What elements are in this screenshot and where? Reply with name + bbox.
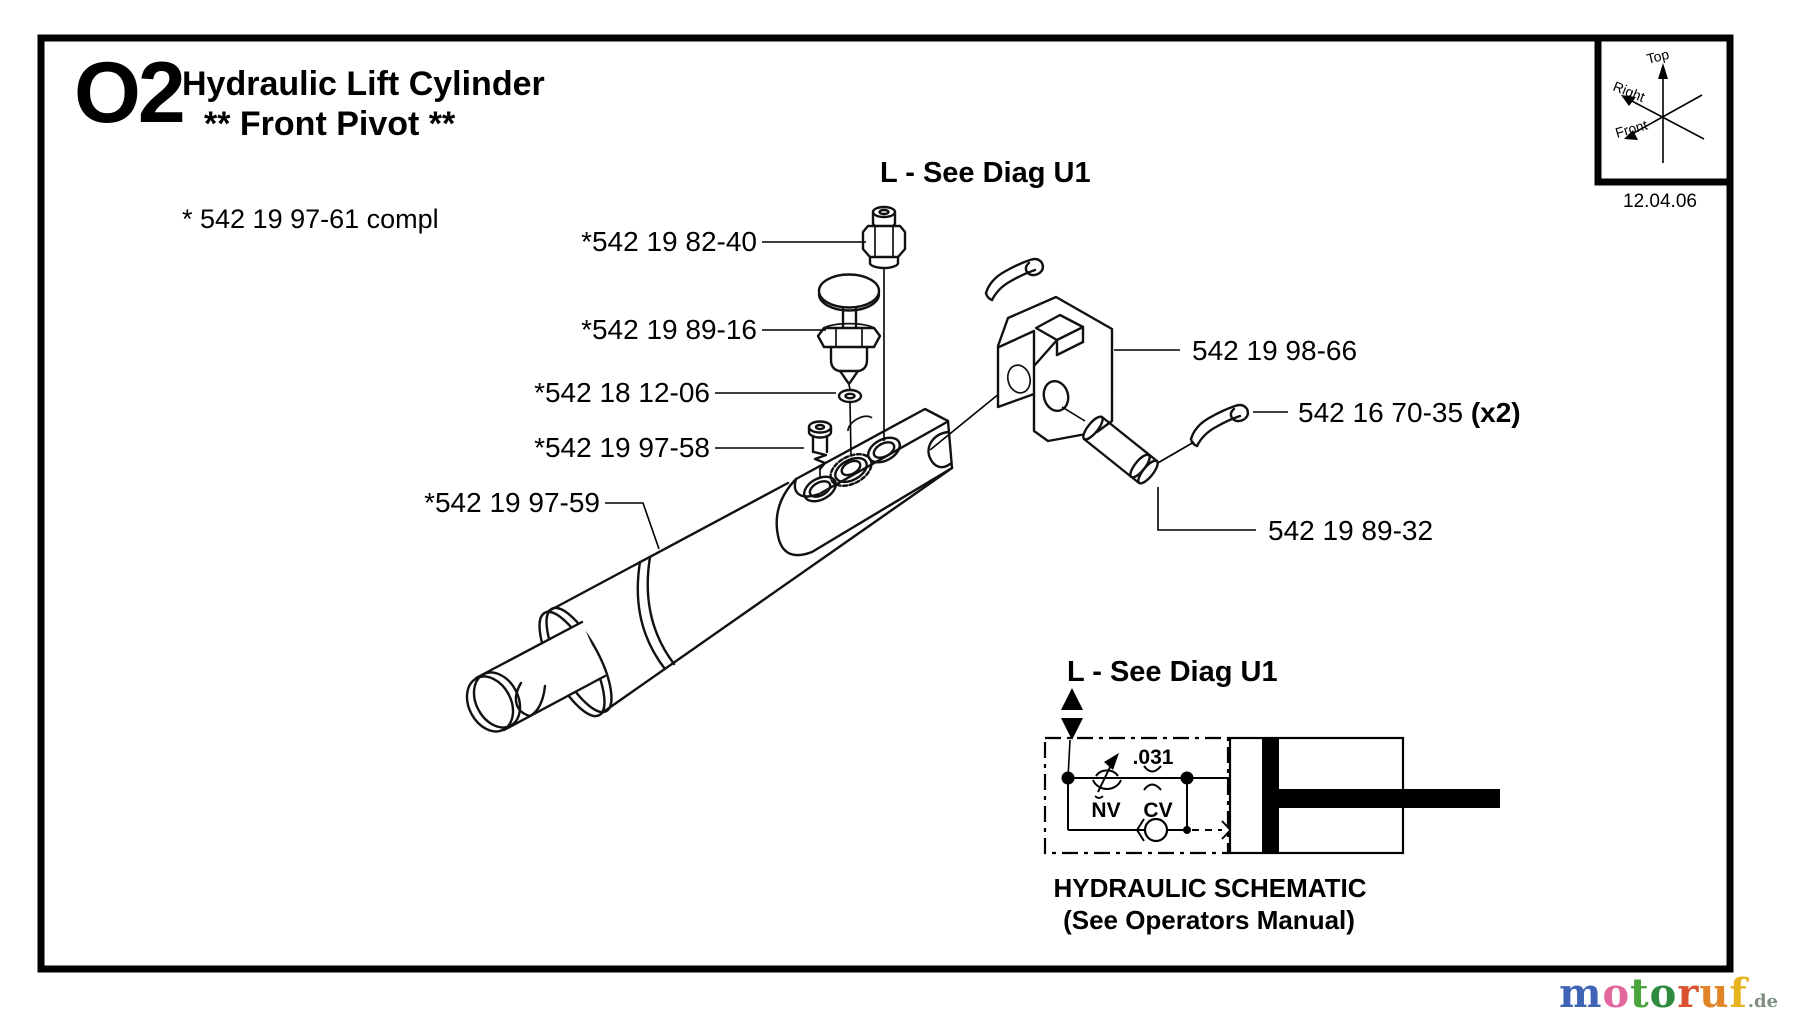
- leader-cylinder-body: [605, 502, 660, 550]
- part-label-knob-valve: *542 19 89-16: [581, 314, 757, 345]
- part-label-cylinder-body: *542 19 97-59: [424, 487, 600, 518]
- orientation-cube: Top Right Front: [1594, 34, 1734, 186]
- rod-end-notch: [514, 681, 547, 718]
- schematic-boundary: [1043, 736, 1230, 855]
- drawing-hydraulic-fitting: [861, 205, 907, 441]
- part-label-plug: *542 19 97-58: [534, 432, 710, 463]
- part-label-pivot-pin: 542 19 89-32: [1268, 515, 1433, 546]
- cube-top-label: Top: [1645, 46, 1671, 67]
- brand-logo-letter: o: [1602, 970, 1631, 1017]
- page-code: O2: [74, 45, 183, 141]
- date-stamp: 12.04.06: [1623, 191, 1697, 212]
- schematic-title: HYDRAULIC SCHEMATIC: [1054, 873, 1367, 903]
- brand-logo-letter: f: [1729, 970, 1748, 1017]
- part-label-bracket: 542 19 98-66: [1192, 335, 1357, 366]
- port-left: [803, 475, 837, 503]
- drawing-rod-end: [465, 620, 607, 733]
- cylinder-symbol: [1228, 736, 1500, 855]
- check-valve-label: CV: [1143, 799, 1172, 822]
- needle-valve-symbol: [1092, 753, 1122, 799]
- page-subtitle: ** Front Pivot **: [204, 105, 456, 143]
- brand-logo-letter: r: [1677, 970, 1700, 1017]
- washer-alignment-line: [849, 402, 852, 456]
- part-label-fitting: *542 19 82-40: [581, 226, 757, 257]
- page-title: Hydraulic Lift Cylinder: [182, 65, 545, 103]
- brand-logo-letter: o: [1649, 970, 1678, 1017]
- drawing-knob-valve: [816, 273, 882, 390]
- leader-pivot-pin: [1157, 487, 1256, 531]
- orifice-symbol: [1143, 765, 1162, 791]
- drawing-washer: [837, 388, 863, 456]
- drawing-plug: [807, 420, 833, 478]
- drawing-pivot-pin: [1061, 406, 1195, 485]
- drawing-clevis-bracket: [929, 295, 1114, 451]
- part-label-washer: *542 18 12-06: [534, 377, 710, 408]
- brand-logo-letter: u: [1699, 970, 1730, 1017]
- needle-valve-label: NV: [1091, 799, 1120, 822]
- brand-logo-tld: .de: [1747, 991, 1778, 1012]
- part-callouts: *542 19 82-40 *542 19 89-16 *542 18 12-0…: [424, 226, 1521, 550]
- brand-logo[interactable]: motoruf.de: [1559, 974, 1778, 1014]
- hydraulic-schematic: L - See Diag U1 NV .031: [1043, 656, 1500, 935]
- see-diag-callout-top: L - See Diag U1: [880, 157, 1091, 189]
- brand-logo-letter: t: [1630, 970, 1650, 1017]
- orifice-value: .031: [1133, 746, 1174, 769]
- brand-logo-letter: m: [1559, 970, 1603, 1017]
- port-right: [867, 436, 901, 464]
- assembly-note: * 542 19 97-61 compl: [182, 204, 439, 234]
- schematic-subtitle: (See Operators Manual): [1063, 905, 1355, 935]
- part-label-cotter-pin: 542 16 70-35 (x2): [1298, 397, 1521, 428]
- see-diag-callout-schematic: L - See Diag U1: [1067, 656, 1278, 688]
